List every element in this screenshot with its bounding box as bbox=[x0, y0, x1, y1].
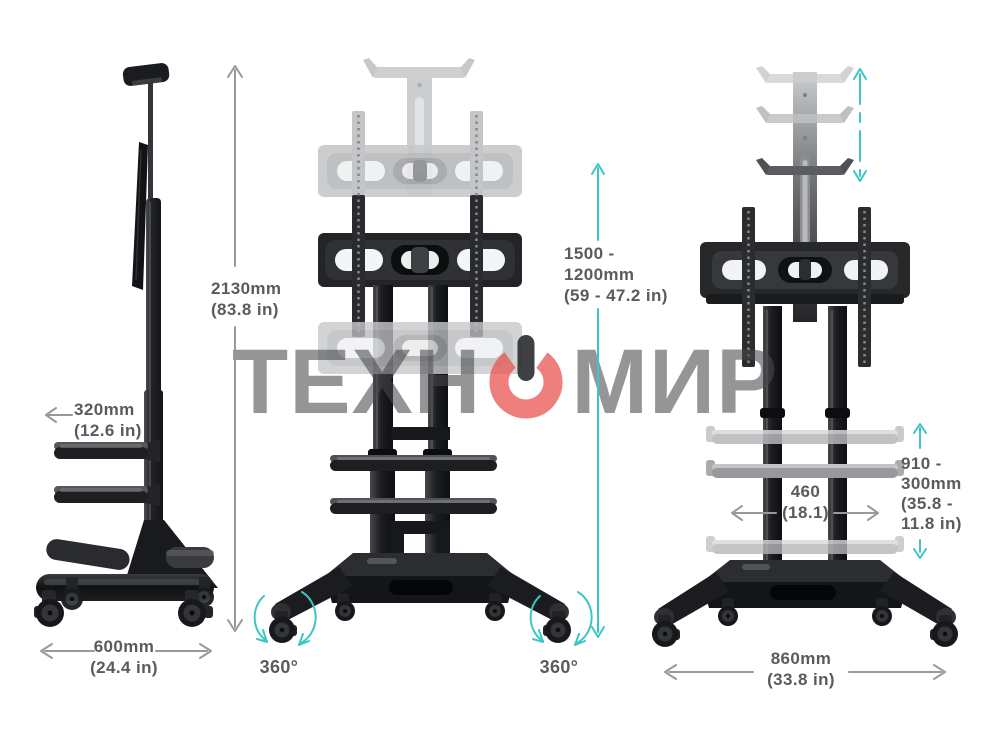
front-tv-bracket-ghost-top bbox=[318, 145, 522, 197]
tv-height-range-line3: (59 - 47.2 in) bbox=[564, 286, 668, 305]
front-base bbox=[271, 553, 569, 621]
adjust-vesa-rails bbox=[742, 207, 871, 367]
front-tv-bracket-solid bbox=[318, 233, 522, 287]
swivel-right-label: 360° bbox=[539, 657, 579, 677]
base-depth-inches: (24.4 in) bbox=[90, 658, 158, 677]
shelf-height-range-line4: 11.8 in) bbox=[901, 514, 962, 533]
front-vesa-rails bbox=[352, 111, 483, 337]
adjust-casters bbox=[652, 598, 958, 647]
total-height-dimension-label: 2130mm (83.8 in) bbox=[211, 278, 281, 320]
tv-height-range-line2: 1200mm bbox=[564, 265, 635, 284]
watermark-prefix: ТЕХН bbox=[232, 330, 482, 433]
shelf-height-range-line3: (35.8 - bbox=[901, 494, 953, 513]
side-shelf-lower bbox=[54, 483, 160, 506]
base-depth-dimension-label: 600mm (24.4 in) bbox=[58, 636, 190, 678]
adjust-shelf-ghost-bottom bbox=[706, 536, 904, 554]
adjust-tv-bracket-solid bbox=[700, 242, 910, 304]
base-width-value: 860mm bbox=[770, 649, 832, 668]
adjust-shelf-ghost-mid bbox=[706, 460, 904, 478]
side-shelf-upper bbox=[54, 439, 160, 462]
front-casters bbox=[269, 593, 571, 643]
shelf-height-range-label: 910 - 300mm (35.8 - 11.8 in) bbox=[901, 454, 962, 534]
side-tv-panel bbox=[132, 142, 148, 290]
base-depth-value: 600mm bbox=[93, 637, 155, 656]
base-width-inches: (33.8 in) bbox=[767, 670, 835, 689]
tv-height-range-label: 1500 - 1200mm (59 - 47.2 in) bbox=[564, 243, 668, 306]
depth-inches: (12.6 in) bbox=[74, 421, 142, 440]
depth-value: 320mm bbox=[74, 400, 135, 419]
total-height-value: 2130mm bbox=[211, 279, 282, 298]
total-height-inches: (83.8 in) bbox=[211, 300, 279, 319]
side-camera-mount bbox=[122, 63, 170, 204]
watermark-suffix: МИР bbox=[571, 330, 779, 433]
front-shelf-lower bbox=[330, 498, 497, 514]
depth-dimension-label: 320mm (12.6 in) bbox=[74, 399, 142, 441]
adjust-view-illustration bbox=[652, 66, 958, 647]
tv-height-range-line1: 1500 - bbox=[564, 244, 615, 263]
power-ring-icon bbox=[485, 333, 567, 436]
adjust-shelf-ghost-top bbox=[706, 426, 904, 444]
shelf-height-range-line2: 300mm bbox=[901, 474, 962, 493]
shelf-height-range-line1: 910 - bbox=[901, 454, 942, 473]
front-view-illustration bbox=[269, 58, 571, 643]
base-width-dimension-label: 860mm (33.8 in) bbox=[731, 648, 871, 690]
swivel-left-label: 360° bbox=[259, 657, 299, 677]
side-casters bbox=[34, 577, 214, 627]
shelf-width-label: 460 (18.1) bbox=[763, 481, 848, 523]
shelf-width-inches: (18.1) bbox=[782, 503, 829, 522]
adjust-base bbox=[654, 560, 956, 626]
shelf-width-value: 460 bbox=[790, 482, 821, 501]
side-base bbox=[36, 520, 218, 601]
side-column bbox=[144, 198, 163, 565]
front-tv-bracket-ghost-bottom bbox=[318, 322, 522, 374]
watermark-technomir: ТЕХН МИР bbox=[232, 327, 779, 436]
front-shelf-upper bbox=[330, 455, 497, 471]
side-view-illustration bbox=[34, 63, 218, 627]
